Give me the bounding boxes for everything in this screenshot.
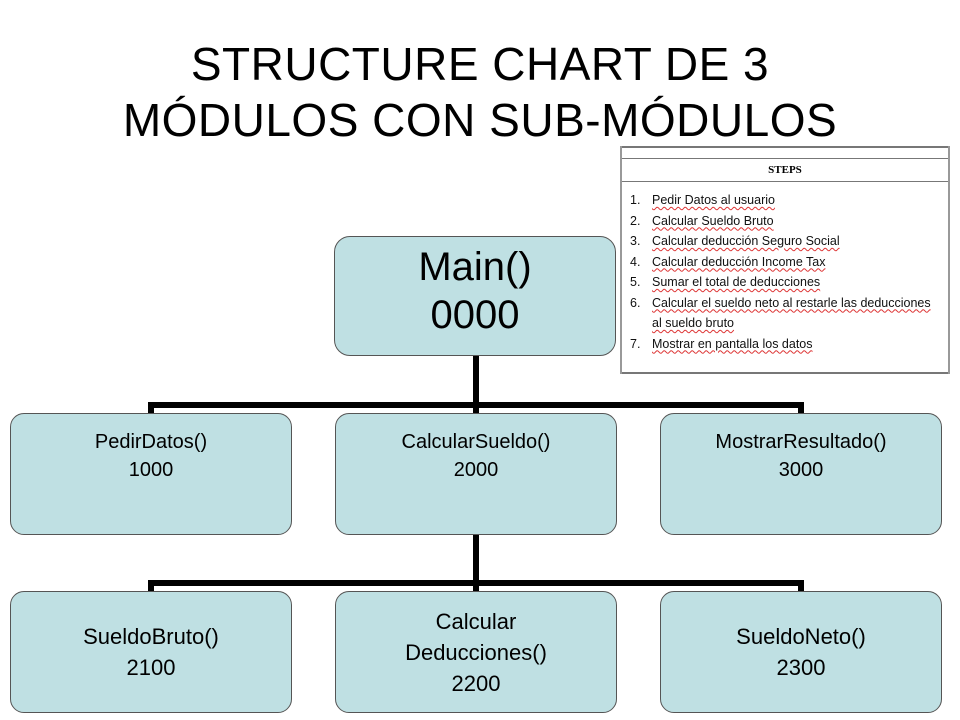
steps-heading: STEPS	[622, 158, 948, 182]
connector-to-pedirdatos	[148, 402, 154, 414]
step-item: 2.Calcular Sueldo Bruto	[630, 213, 774, 228]
node-code: 2200	[451, 670, 501, 696]
node-code: 2100	[126, 655, 176, 680]
connector-to-mostrarresultado	[798, 402, 804, 414]
step-item: 1.Pedir Datos al usuario	[630, 193, 775, 207]
connector-to-sueldobruto	[148, 580, 154, 592]
node-sueldobruto: SueldoBruto() 2100	[10, 591, 292, 713]
connector-calcularsueldo-down	[473, 535, 479, 585]
title-line-2: MÓDULOS CON SUB-MÓDULOS	[122, 94, 838, 146]
node-name: SueldoBruto()	[83, 624, 219, 649]
node-calculardeducciones: Calcular Deducciones() 2200	[335, 591, 617, 713]
node-name: SueldoNeto()	[736, 624, 866, 649]
steps-bottom-rule	[622, 372, 948, 374]
step-item: 3.Calcular deducción Seguro Social	[630, 234, 840, 248]
steps-table: STEPS 1.Pedir Datos al usuario 2.Calcula…	[620, 146, 950, 374]
node-main-code: 0000	[430, 293, 520, 337]
node-pedirdatos: PedirDatos() 1000	[10, 413, 292, 535]
node-name: MostrarResultado()	[715, 431, 887, 453]
steps-top-rule	[622, 146, 948, 148]
connector-to-calculardeducciones	[473, 580, 479, 592]
title-line-1: STRUCTURE CHART DE 3	[190, 38, 770, 90]
node-code: 2300	[776, 655, 826, 680]
step-item: 6.Calcular el sueldo neto al restarle la…	[630, 295, 931, 331]
node-name: CalcularSueldo()	[401, 431, 551, 453]
node-code: 2000	[453, 459, 499, 481]
step-item: 7.Mostrar en pantalla los datos	[630, 336, 813, 351]
node-mostrarresultado: MostrarResultado() 3000	[660, 413, 942, 535]
node-calcularsueldo: CalcularSueldo() 2000	[335, 413, 617, 535]
node-main: Main() 0000	[334, 236, 616, 356]
node-main-name: Main()	[418, 245, 532, 289]
node-code: 1000	[128, 459, 174, 481]
step-item: 5.Sumar el total de deducciones	[630, 275, 821, 289]
node-sueldoneto: SueldoNeto() 2300	[660, 591, 942, 713]
node-name: PedirDatos()	[94, 431, 208, 453]
connector-to-calcularsueldo	[473, 402, 479, 414]
steps-list: 1.Pedir Datos al usuario 2.Calcular Suel…	[630, 190, 942, 354]
node-code: 3000	[778, 459, 824, 481]
step-item: 4.Calcular deducción Income Tax	[630, 254, 826, 269]
connector-main-down	[473, 356, 479, 406]
page-title: STRUCTURE CHART DE 3 MÓDULOS CON SUB-MÓD…	[0, 36, 960, 148]
connector-to-sueldoneto	[798, 580, 804, 592]
node-name: Calcular Deducciones()	[405, 608, 547, 665]
